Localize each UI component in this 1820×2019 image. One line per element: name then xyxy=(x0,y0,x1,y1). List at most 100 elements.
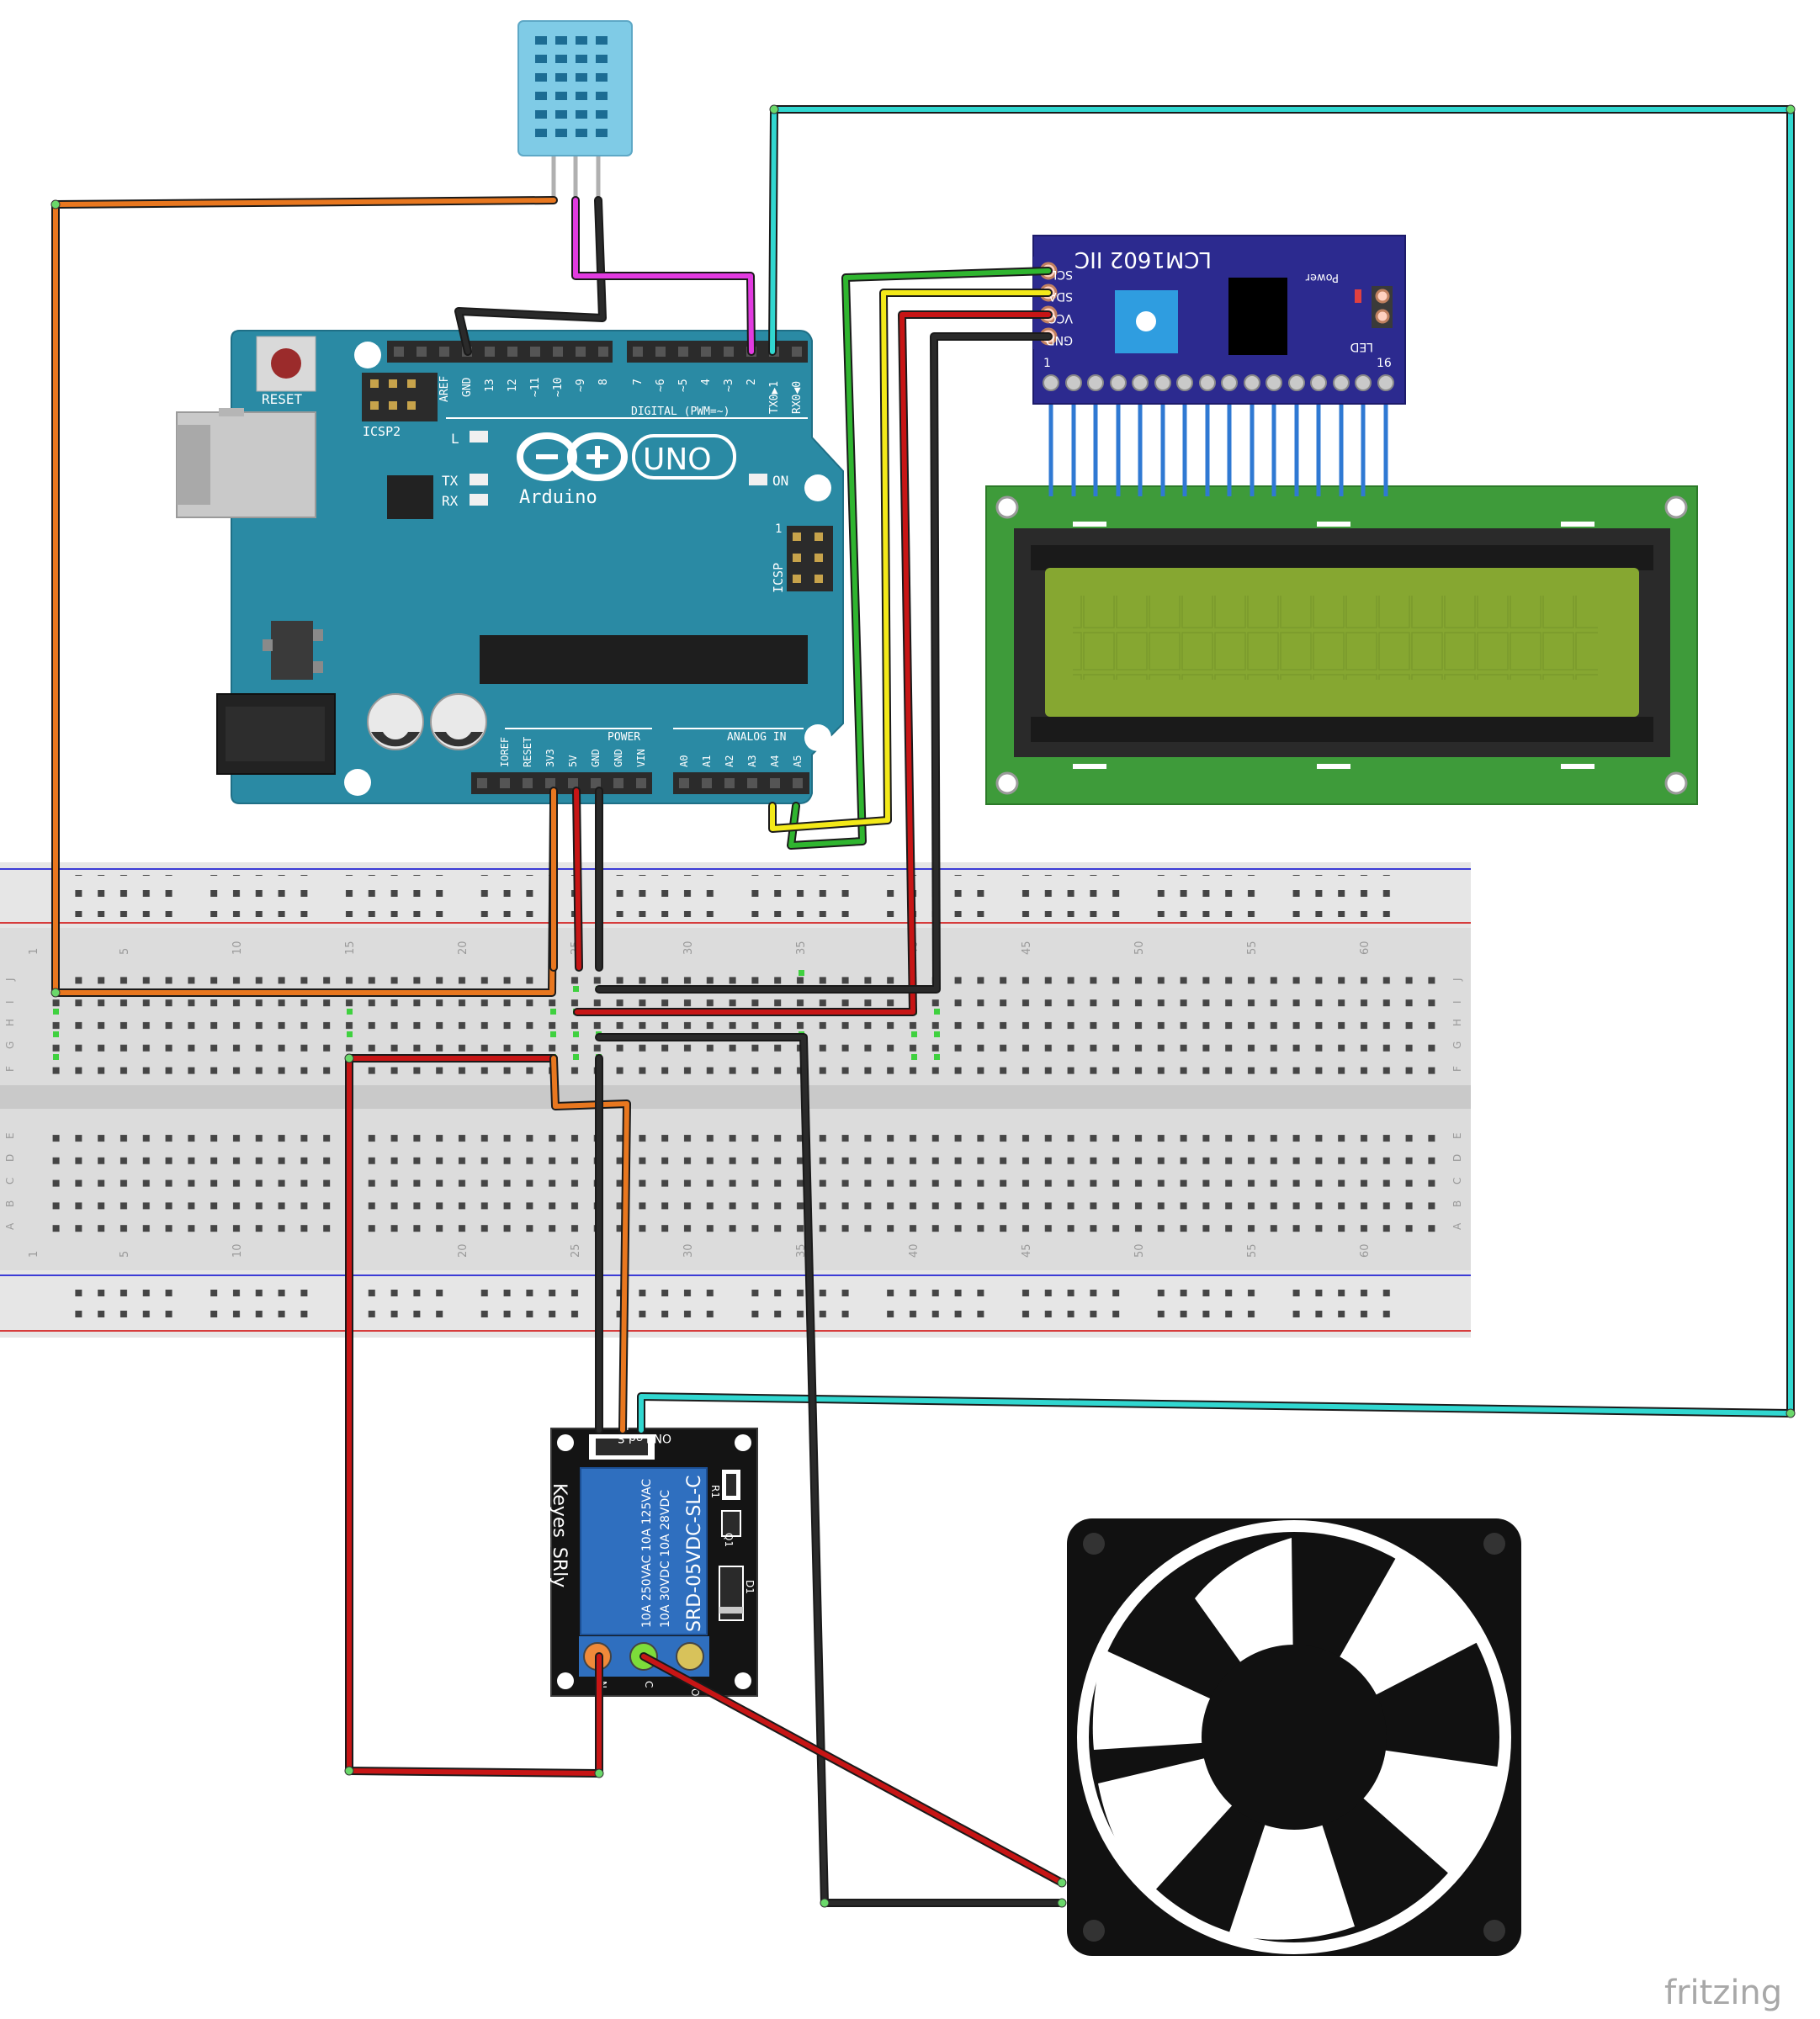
wire-endpoints xyxy=(50,104,1796,1908)
svg-text:30: 30 xyxy=(682,941,695,955)
svg-text:25: 25 xyxy=(570,1243,582,1258)
svg-text:GND: GND xyxy=(461,377,474,397)
on-led xyxy=(749,474,767,485)
svg-text:3V3: 3V3 xyxy=(544,749,556,767)
lcd-16x2 xyxy=(985,383,1698,805)
digital-pin-labels-right: 7 ~6 ~5 4 ~3 2 TX0▶1 RX0◀0 xyxy=(632,379,804,414)
capacitor xyxy=(367,693,424,750)
svg-text:1: 1 xyxy=(28,1251,40,1258)
svg-text:GND: GND xyxy=(590,749,602,767)
svg-text:RESET: RESET xyxy=(522,737,533,767)
top-terminal-holes xyxy=(44,965,1442,1078)
relay-name: Keyes_SRly xyxy=(549,1483,570,1587)
svg-text:SCL: SCL xyxy=(1050,268,1073,281)
svg-text:~3: ~3 xyxy=(723,379,735,392)
svg-text:2: 2 xyxy=(746,379,758,385)
svg-text:J: J xyxy=(4,978,16,982)
svg-text:55: 55 xyxy=(1246,1243,1259,1258)
svg-text:C: C xyxy=(4,1178,16,1184)
usb-chip xyxy=(387,475,433,519)
icsp2-label: ICSP2 xyxy=(363,424,401,439)
q1-label: Q1 xyxy=(723,1533,735,1547)
i2c-lcd-pads xyxy=(1043,374,1394,391)
i2c-pin-last: 16 xyxy=(1377,357,1392,370)
l-led-label: L xyxy=(451,431,459,447)
column-numbers-top: 1 5 10 15 20 25 30 35 40 45 50 55 60 xyxy=(28,941,1372,955)
dc-fan xyxy=(1067,1518,1521,1956)
svg-text:A4: A4 xyxy=(769,755,781,767)
wires xyxy=(51,105,1795,1907)
svg-text:50: 50 xyxy=(1133,941,1146,955)
svg-text:5V: 5V xyxy=(567,755,579,767)
power-header xyxy=(471,772,652,794)
digital-header-right xyxy=(627,341,808,363)
relay-input-header xyxy=(589,1434,655,1460)
svg-text:G: G xyxy=(4,1041,16,1049)
digital-header-left xyxy=(387,341,613,363)
svg-text:SDA: SDA xyxy=(1048,289,1073,303)
voltage-regulator xyxy=(271,621,313,680)
svg-text:10: 10 xyxy=(231,941,244,955)
svg-text:10A 30VDC 10A 28VDC: 10A 30VDC 10A 28VDC xyxy=(659,1490,672,1628)
svg-text:B: B xyxy=(1451,1200,1463,1207)
svg-text:VCC: VCC xyxy=(1048,311,1073,325)
arduino-board xyxy=(231,330,844,804)
power-pin-labels: IOREF RESET 3V3 5V GND GND VIN xyxy=(499,737,647,767)
svg-text:I: I xyxy=(1451,1000,1463,1004)
mounting-hole xyxy=(804,724,831,751)
lcd-character-grid xyxy=(1073,596,1598,680)
svg-text:10: 10 xyxy=(231,1243,244,1258)
svg-text:A3: A3 xyxy=(746,755,758,767)
center-channel xyxy=(0,1085,1471,1109)
i2c-title: LCM1602 IIC xyxy=(1074,246,1212,272)
svg-text:A: A xyxy=(1451,1222,1463,1230)
svg-text:~9: ~9 xyxy=(575,379,587,392)
svg-text:50: 50 xyxy=(1133,1243,1146,1258)
breadboard: 1 5 10 15 20 25 30 35 40 45 50 55 60 1 5… xyxy=(0,862,1471,1338)
svg-text:5: 5 xyxy=(119,948,131,955)
power-label: POWER xyxy=(608,731,640,744)
svg-text:IOREF: IOREF xyxy=(499,737,511,767)
svg-text:60: 60 xyxy=(1359,941,1372,955)
relay-top-labels: ON Led S xyxy=(618,1431,671,1444)
reset-label: RESET xyxy=(262,391,303,407)
svg-text:~11: ~11 xyxy=(529,378,542,397)
analog-header xyxy=(673,772,809,794)
svg-text:A0: A0 xyxy=(678,755,690,767)
svg-text:F: F xyxy=(4,1066,16,1072)
svg-text:7: 7 xyxy=(632,379,645,385)
svg-text:C: C xyxy=(643,1681,655,1688)
digital-pin-labels-left: AREF GND 13 12 ~11 ~10 ~9 8 xyxy=(438,376,610,402)
mounting-hole xyxy=(354,342,381,368)
capacitor xyxy=(430,693,487,750)
svg-text:35: 35 xyxy=(795,941,808,955)
icsp2-header xyxy=(362,373,438,421)
svg-text:40: 40 xyxy=(908,1243,921,1258)
svg-text:30: 30 xyxy=(682,1243,695,1258)
mounting-hole xyxy=(804,474,831,501)
power-led xyxy=(1355,289,1361,303)
i2c-chip xyxy=(1228,278,1287,355)
svg-text:TX0▶1: TX0▶1 xyxy=(768,381,781,414)
svg-text:A5: A5 xyxy=(792,755,804,767)
svg-text:J: J xyxy=(1451,978,1463,982)
digital-label: DIGITAL (PWM=~) xyxy=(631,405,730,418)
rx-led-label: RX xyxy=(442,493,459,509)
bottom-terminal-holes xyxy=(44,1123,1442,1236)
mounting-hole xyxy=(344,769,371,796)
svg-text:H: H xyxy=(1451,1019,1463,1026)
svg-text:1: 1 xyxy=(28,948,40,955)
svg-text:E: E xyxy=(1451,1132,1463,1139)
svg-text:20: 20 xyxy=(457,1243,470,1258)
relay-coil xyxy=(580,1467,708,1635)
i2c-backpack: LCM1602 IIC Power SCL SDA VCC GND LED 1 … xyxy=(1032,235,1406,405)
atmega-chip xyxy=(480,635,808,684)
reset-button[interactable] xyxy=(256,336,316,392)
icsp-label: ICSP xyxy=(771,563,786,593)
svg-text:5: 5 xyxy=(119,1251,131,1258)
svg-text:~10: ~10 xyxy=(552,378,565,397)
analog-label: ANALOG IN xyxy=(727,731,786,744)
svg-text:A1: A1 xyxy=(701,755,713,767)
svg-text:A: A xyxy=(4,1222,16,1230)
